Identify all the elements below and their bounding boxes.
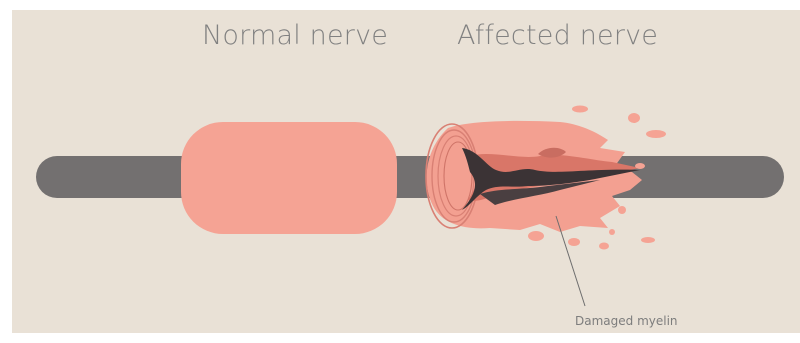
debris-fragment	[572, 106, 588, 113]
axon	[36, 156, 784, 198]
debris-fragment	[568, 238, 580, 246]
debris-fragment	[628, 113, 640, 123]
debris-fragment	[635, 163, 645, 169]
callout-line	[556, 216, 585, 306]
debris-fragment	[618, 206, 626, 214]
damaged-myelin-label: Damaged myelin	[575, 314, 678, 328]
debris-fragment	[609, 229, 615, 235]
debris-fragment	[641, 237, 655, 243]
debris-fragment	[528, 231, 544, 241]
affected-myelin-sheath	[426, 121, 642, 232]
normal-myelin-sheath	[181, 122, 397, 234]
debris-fragment	[646, 130, 666, 138]
debris-fragment	[599, 243, 609, 250]
